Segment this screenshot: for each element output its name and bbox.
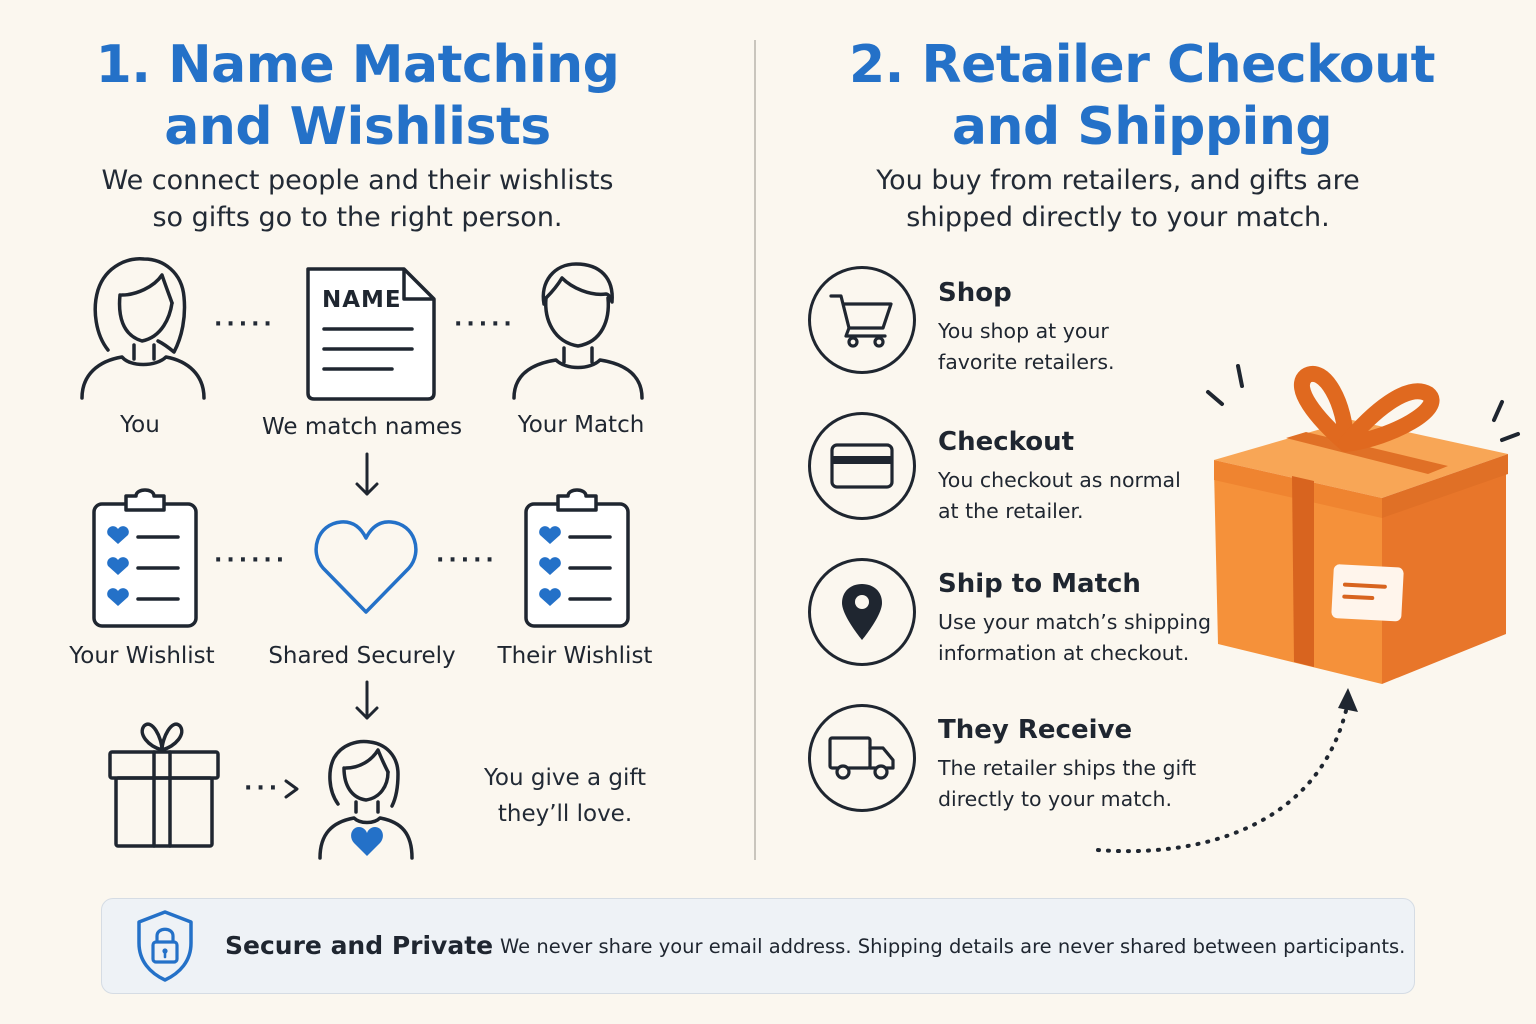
match-names-label: We match names: [262, 414, 463, 440]
woman-user-icon: [80, 256, 206, 400]
wishlist-clipboard-icon: [92, 488, 198, 628]
dotted-arrow-to-gift: [1096, 688, 1358, 854]
woman-with-heart-icon: [318, 739, 414, 860]
truck-icon: [828, 736, 895, 780]
you-label: You: [120, 412, 160, 438]
step-description-line: Use your match’s shipping: [938, 610, 1212, 634]
privacy-banner: Secure and Private We never share your e…: [101, 898, 1415, 994]
step-description-line: You checkout as normal: [938, 468, 1181, 492]
right-title: 2. Retailer Checkout and Shipping: [836, 34, 1448, 158]
checkout-step-icon-circle: [808, 412, 916, 520]
heart-icon: [314, 520, 418, 614]
connector-dots: ·····: [214, 312, 276, 337]
connector-dots: ·····: [436, 548, 498, 573]
give-gift-text: You give a gift they’ll love.: [470, 760, 660, 832]
receive-step-icon-circle: [808, 704, 916, 812]
give-gift-line1: You give a gift: [483, 765, 647, 791]
your-wishlist-label: Your Wishlist: [69, 643, 215, 669]
orange-gift-box-illustration: [1206, 364, 1520, 684]
step-description: Use your match’s shipping information at…: [938, 607, 1211, 669]
step-description-line: directly to your match.: [938, 787, 1173, 811]
left-subtitle: We connect people and their wishlists so…: [60, 162, 655, 236]
right-title-line2: and Shipping: [951, 97, 1333, 157]
step-description: You checkout as normal at the retailer.: [938, 465, 1181, 527]
step-description-line: favorite retailers.: [938, 350, 1115, 374]
arrow-down-icon: [355, 452, 379, 496]
left-subtitle-line2: so gifts go to the right person.: [152, 202, 563, 233]
credit-card-icon: [830, 443, 894, 489]
right-subtitle: You buy from retailers, and gifts are sh…: [836, 162, 1400, 236]
left-title: 1. Name Matching and Wishlists: [60, 34, 655, 158]
your-match-label: Your Match: [517, 412, 645, 438]
gift-icon: [108, 722, 220, 848]
give-gift-line2: they’ll love.: [497, 801, 633, 827]
step-description-line: information at checkout.: [938, 641, 1190, 665]
step-description: You shop at your favorite retailers.: [938, 316, 1115, 378]
step-description-line: The retailer ships the gift: [938, 756, 1197, 780]
left-subtitle-line1: We connect people and their wishlists: [101, 165, 614, 196]
banner-text: We never share your email address. Shipp…: [500, 935, 1406, 958]
location-pin-icon: [842, 584, 882, 640]
connector-dots: ·····: [454, 312, 516, 337]
arrow-right-icon: [284, 779, 299, 799]
shield-lock-icon: [137, 910, 193, 982]
left-title-line1: 1. Name Matching: [95, 35, 620, 95]
arrow-down-icon: [355, 680, 379, 720]
connector-dots: ······: [214, 548, 289, 573]
shop-step-icon-circle: [808, 266, 916, 374]
name-card-text: NAME: [322, 287, 402, 313]
step-title: Ship to Match: [938, 569, 1141, 599]
cart-icon: [829, 294, 893, 348]
right-title-line1: 2. Retailer Checkout: [848, 35, 1436, 95]
step-title: They Receive: [938, 715, 1133, 745]
step-title: Checkout: [938, 427, 1075, 457]
step-description: The retailer ships the gift directly to …: [938, 753, 1196, 815]
their-wishlist-label: Their Wishlist: [497, 643, 653, 669]
ship-step-icon-circle: [808, 558, 916, 666]
step-description-line: You shop at your: [938, 319, 1109, 343]
left-title-line2: and Wishlists: [164, 97, 551, 157]
step-description-line: at the retailer.: [938, 499, 1084, 523]
connector-dots: ···: [244, 776, 282, 801]
shared-securely-label: Shared Securely: [268, 643, 456, 669]
man-user-icon: [512, 262, 644, 400]
step-title: Shop: [938, 278, 1012, 308]
banner-title: Secure and Private: [225, 931, 494, 960]
document-icon: [306, 267, 436, 401]
column-divider: [754, 40, 756, 860]
right-subtitle-line2: shipped directly to your match.: [906, 202, 1330, 233]
right-subtitle-line1: You buy from retailers, and gifts are: [876, 165, 1360, 196]
wishlist-clipboard-icon: [524, 488, 630, 628]
